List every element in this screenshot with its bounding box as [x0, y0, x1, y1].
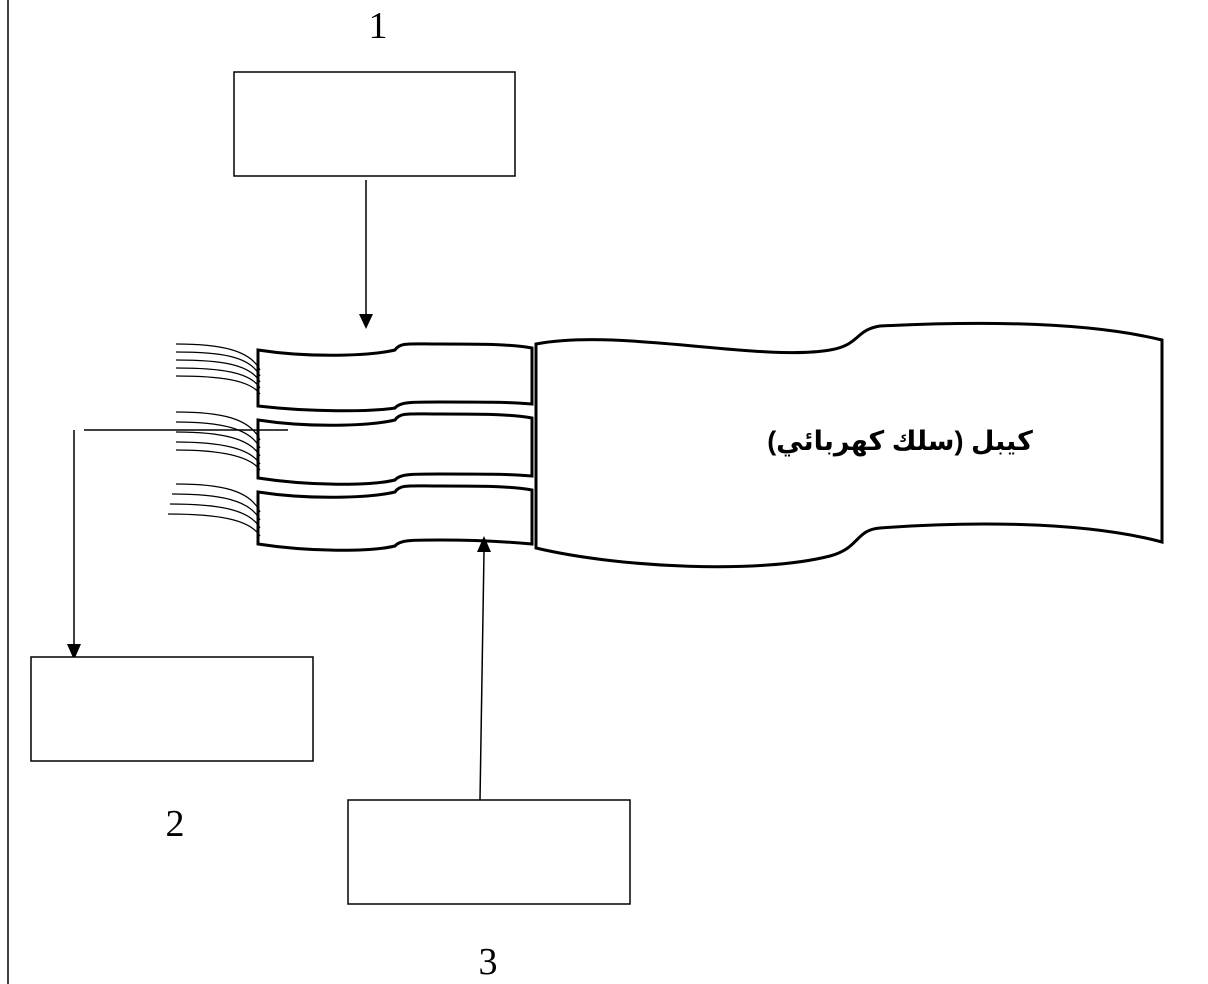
label-number-2: 2 [166, 803, 185, 845]
conductor-1 [256, 342, 534, 413]
arrow-2-head [67, 644, 81, 660]
cable-label: كيبل (سلك كهربائي) [767, 426, 1033, 457]
label-number-1: 1 [369, 5, 388, 47]
conductor-2 [256, 412, 534, 486]
arrow-3-head [477, 536, 491, 552]
conductor-3 [256, 484, 534, 552]
arrow-1-head [359, 314, 373, 329]
wire-strands-3 [167, 483, 261, 537]
answer-box-1 [233, 71, 516, 177]
arrow-3 [479, 551, 485, 801]
label-number-3: 3 [479, 941, 498, 983]
answer-box-3 [347, 799, 631, 905]
cable-jacket [534, 321, 1164, 569]
answer-box-2 [30, 656, 314, 762]
wire-strands-1 [175, 343, 261, 395]
wire-strands-2 [175, 411, 261, 471]
